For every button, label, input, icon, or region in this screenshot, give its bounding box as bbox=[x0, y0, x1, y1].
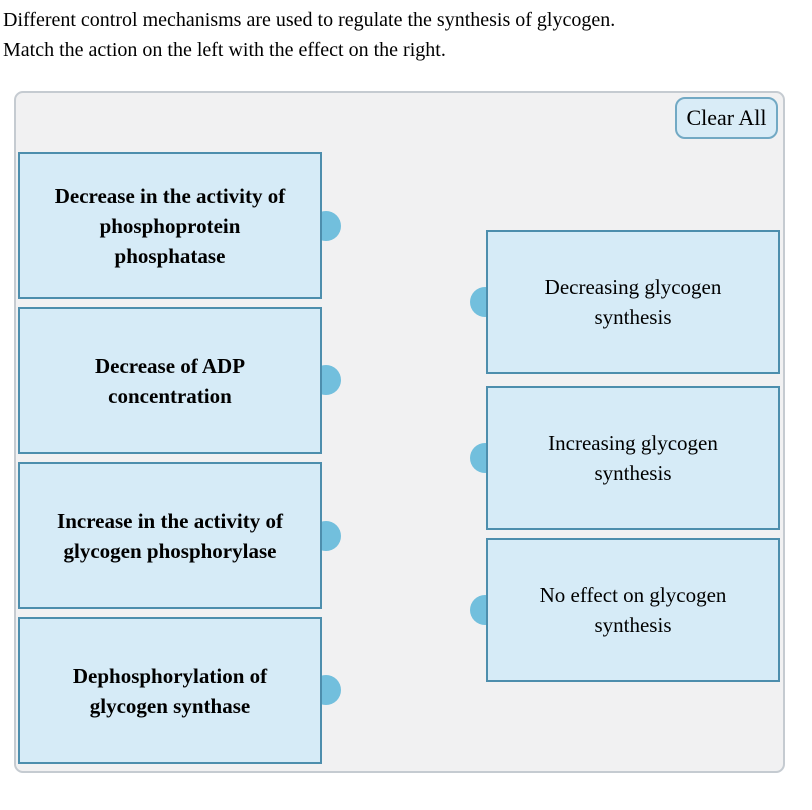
effect-item-3[interactable]: No effect on glycogen synthesis bbox=[486, 538, 780, 682]
effect-item-2[interactable]: Increasing glycogen synthesis bbox=[486, 386, 780, 530]
question-text: Different control mechanisms are used to… bbox=[3, 5, 615, 65]
action-item-1-label: Decrease in the activity of phosphoprote… bbox=[54, 183, 286, 268]
action-item-4[interactable]: Dephosphorylation of glycogen synthase bbox=[18, 617, 322, 764]
action-item-2[interactable]: Decrease of ADP concentration bbox=[18, 307, 322, 454]
action-item-1[interactable]: Decrease in the activity of phosphoprote… bbox=[18, 152, 322, 299]
action-item-4-label: Dephosphorylation of glycogen synthase bbox=[72, 663, 268, 718]
action-item-2-label: Decrease of ADP concentration bbox=[94, 353, 246, 408]
question-line-2: Match the action on the left with the ef… bbox=[3, 39, 446, 61]
effect-item-1[interactable]: Decreasing glycogen synthesis bbox=[486, 230, 780, 374]
question-line-1: Different control mechanisms are used to… bbox=[3, 9, 616, 31]
matching-panel: Clear All Decrease in the activity of ph… bbox=[14, 91, 785, 773]
effect-item-1-label: Decreasing glycogen synthesis bbox=[544, 275, 722, 329]
action-item-3-label: Increase in the activity of glycogen pho… bbox=[57, 508, 283, 563]
action-item-3[interactable]: Increase in the activity of glycogen pho… bbox=[18, 462, 322, 609]
effect-item-2-label: Increasing glycogen synthesis bbox=[548, 431, 718, 485]
clear-all-button[interactable]: Clear All bbox=[675, 97, 778, 139]
effect-item-3-label: No effect on glycogen synthesis bbox=[539, 583, 727, 637]
